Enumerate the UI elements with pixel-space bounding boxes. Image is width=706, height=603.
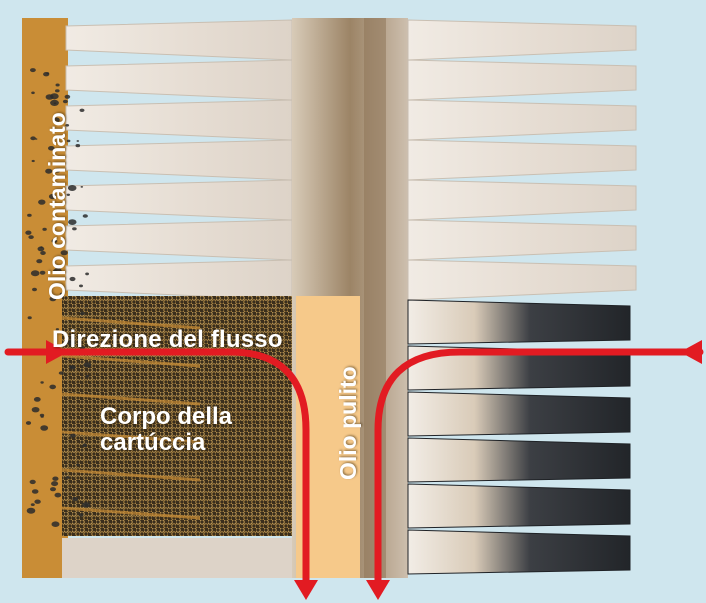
dirt-particle (69, 365, 73, 368)
dirt-particle (86, 375, 89, 377)
dirt-particle (40, 381, 43, 383)
bottom-end-plate (62, 538, 292, 578)
flow-direction-label: Direzione del flusso (52, 326, 283, 354)
dirt-particle (84, 306, 87, 308)
dirty-pleat (408, 438, 630, 482)
dirty-pleat (408, 484, 630, 528)
dirt-particle (51, 481, 58, 486)
dirt-particle (32, 489, 39, 494)
dirt-particle (72, 497, 78, 501)
cartridge-body-label-line1: Corpo della (100, 404, 232, 430)
dirt-particle (31, 503, 35, 506)
contaminated-oil-label: Olio contaminato (44, 112, 71, 300)
dirty-pleat (408, 530, 630, 574)
dirt-particle (40, 246, 43, 248)
dirt-particle (80, 312, 85, 316)
dirt-particle (40, 425, 48, 431)
dirty-pleat (408, 392, 630, 436)
dirt-particle (76, 144, 81, 147)
dirt-particle (50, 487, 56, 491)
dirt-particle (82, 444, 87, 448)
dirt-particle (84, 362, 92, 367)
dirt-particle (27, 508, 36, 514)
dirt-particle (46, 72, 49, 74)
dirt-particle (31, 92, 35, 95)
dirt-particle (56, 84, 60, 87)
dirty-pleat (408, 300, 630, 344)
dirt-particle (40, 414, 44, 417)
dirt-particle (63, 100, 68, 103)
dirt-particle (50, 100, 59, 106)
dirt-particle (25, 231, 31, 235)
clean-oil-label: Olio pulito (335, 366, 362, 480)
dirt-particle (34, 500, 40, 504)
dirt-particle (55, 493, 62, 498)
dirt-particle (82, 502, 90, 508)
dirt-particle (32, 407, 40, 412)
dirt-particle (32, 288, 37, 292)
dirt-particle (28, 235, 33, 239)
dirt-particle (77, 140, 80, 142)
dirt-particle (30, 480, 36, 484)
dirt-particle (28, 316, 32, 319)
dirt-particle (32, 160, 35, 162)
dirt-particle (80, 109, 85, 112)
dirt-particle (70, 434, 76, 438)
cartridge-body-label-line2: cartúccia (100, 430, 232, 456)
dirt-particle (31, 270, 40, 276)
dirt-particle (79, 285, 83, 288)
dirt-particle (55, 89, 60, 92)
dirt-particle (30, 68, 36, 72)
dirt-particle (49, 385, 56, 390)
dirt-particle (83, 214, 88, 218)
dirt-particle (66, 476, 70, 479)
dirt-particle (26, 421, 31, 425)
dirt-particle (76, 464, 79, 466)
dirt-particle (52, 521, 60, 527)
dirt-particle (52, 477, 58, 481)
dirt-particle (27, 214, 32, 217)
dirt-particle (81, 186, 84, 188)
dirt-particle (34, 397, 41, 402)
cartridge-body-label: Corpo della cartúccia (100, 404, 232, 456)
dirt-particle (30, 136, 36, 140)
dirt-particle (85, 273, 89, 276)
dirt-particle (36, 259, 42, 263)
dirt-particle (79, 513, 84, 516)
dirt-particle (65, 95, 71, 99)
dirt-particle (50, 93, 59, 99)
dirt-particle (59, 371, 64, 374)
dirt-particle (72, 227, 77, 230)
